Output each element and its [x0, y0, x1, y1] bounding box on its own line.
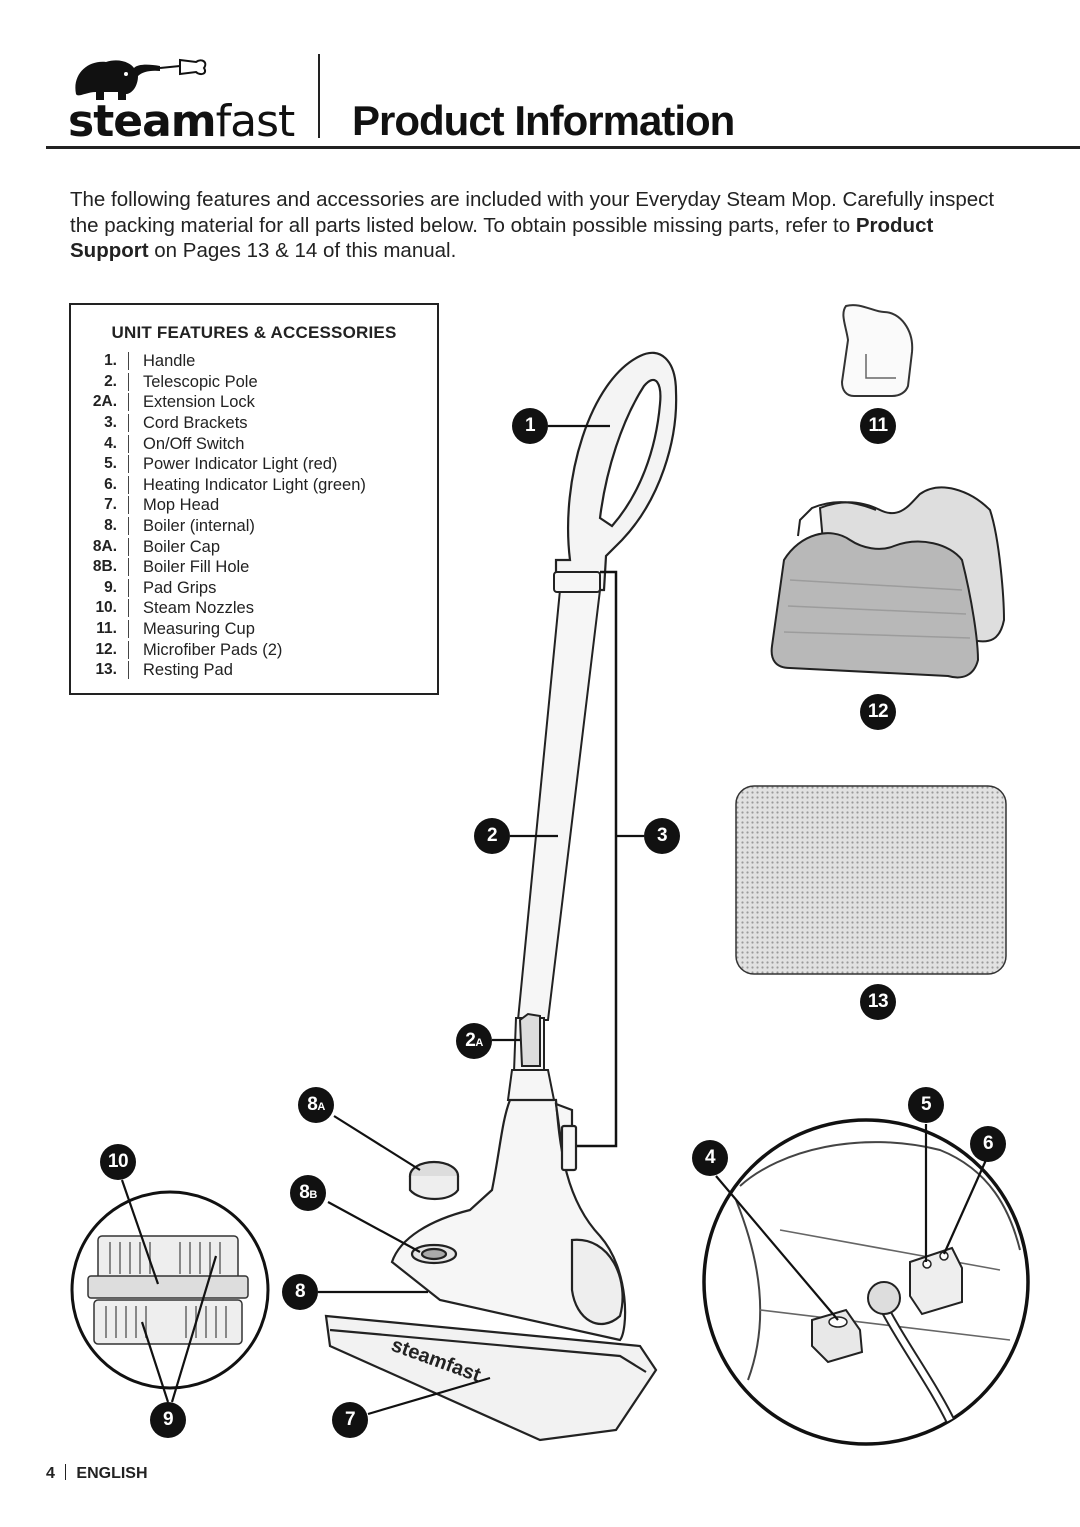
- callout-badge-8: 8: [282, 1274, 318, 1310]
- callout-badge-4: 4: [692, 1140, 728, 1176]
- callout-badge-7: 7: [332, 1402, 368, 1438]
- callout-badge-3: 3: [644, 818, 680, 854]
- measuring-cup-drawing: [840, 304, 914, 397]
- list-item: 6.Heating Indicator Light (green): [71, 475, 437, 496]
- callout-badge-5: 5: [908, 1087, 944, 1123]
- steam-mop-illustration: steamfast: [70, 304, 1030, 1446]
- header-divider: [318, 54, 320, 138]
- page-footer: 4 ENGLISH: [46, 1464, 148, 1483]
- callout-badge-9: 9: [150, 1402, 186, 1438]
- features-heading: UNIT FEATURES & ACCESSORIES: [111, 323, 397, 342]
- microfiber-pads-drawing: [770, 486, 1006, 679]
- callout-badge-8b: 8B: [290, 1175, 326, 1211]
- intro-paragraph: The following features and accessories a…: [70, 188, 995, 263]
- footer-divider: [64, 1464, 67, 1480]
- product-support-reference: Product Support: [70, 213, 934, 263]
- callout-badge-6: 6: [970, 1126, 1006, 1162]
- list-item: 11.Measuring Cup: [71, 619, 437, 640]
- list-item: 3.Cord Brackets: [71, 413, 437, 434]
- callout-badge-2: 2: [474, 818, 510, 854]
- unit-features-box: UNIT FEATURES & ACCESSORIES 1.Handle 2.T…: [69, 303, 439, 695]
- list-item: 8B.Boiler Fill Hole: [71, 557, 437, 578]
- list-item: 8.Boiler (internal): [71, 516, 437, 537]
- pad-grips-detail-drawing: [70, 1190, 270, 1390]
- callout-badge-12: 12: [860, 694, 896, 730]
- mop-body-drawing: [324, 1098, 658, 1442]
- switch-indicator-detail-drawing: [702, 1118, 1030, 1446]
- list-item: 4.On/Off Switch: [71, 433, 437, 454]
- list-item: 13.Resting Pad: [71, 660, 437, 681]
- header-rule: [46, 146, 1080, 149]
- list-item: 2.Telescopic Pole: [71, 372, 437, 393]
- list-item: 7.Mop Head: [71, 495, 437, 516]
- brand-wordmark: steamfast: [68, 96, 295, 147]
- page-number: 4: [46, 1465, 55, 1482]
- list-item: 5.Power Indicator Light (red): [71, 454, 437, 475]
- steamfast-elephant-logo: [75, 58, 207, 100]
- features-list: 1.Handle 2.Telescopic Pole 2A.Extension …: [71, 351, 437, 681]
- list-item: 12.Microfiber Pads (2): [71, 639, 437, 660]
- callout-badge-8a: 8A: [298, 1087, 334, 1123]
- list-item: 2A.Extension Lock: [71, 392, 437, 413]
- callout-badge-2a: 2A: [456, 1023, 492, 1059]
- telescopic-pole-drawing: [506, 571, 602, 1101]
- cord-bracket-leader: [566, 570, 618, 1148]
- callout-badge-10: 10: [100, 1144, 136, 1180]
- resting-pad-drawing: [735, 785, 1007, 975]
- list-item: 8A.Boiler Cap: [71, 536, 437, 557]
- callout-badge-1: 1: [512, 408, 548, 444]
- handle-drawing: [554, 351, 678, 592]
- callout-badge-11: 11: [860, 408, 896, 444]
- list-item: 9.Pad Grips: [71, 578, 437, 599]
- language-label: ENGLISH: [76, 1465, 148, 1482]
- list-item: 1.Handle: [71, 351, 437, 372]
- callout-leader-lines: [120, 424, 988, 1416]
- list-item: 10.Steam Nozzles: [71, 598, 437, 619]
- page-title: Product Information: [352, 97, 735, 144]
- callout-badge-13: 13: [860, 984, 896, 1020]
